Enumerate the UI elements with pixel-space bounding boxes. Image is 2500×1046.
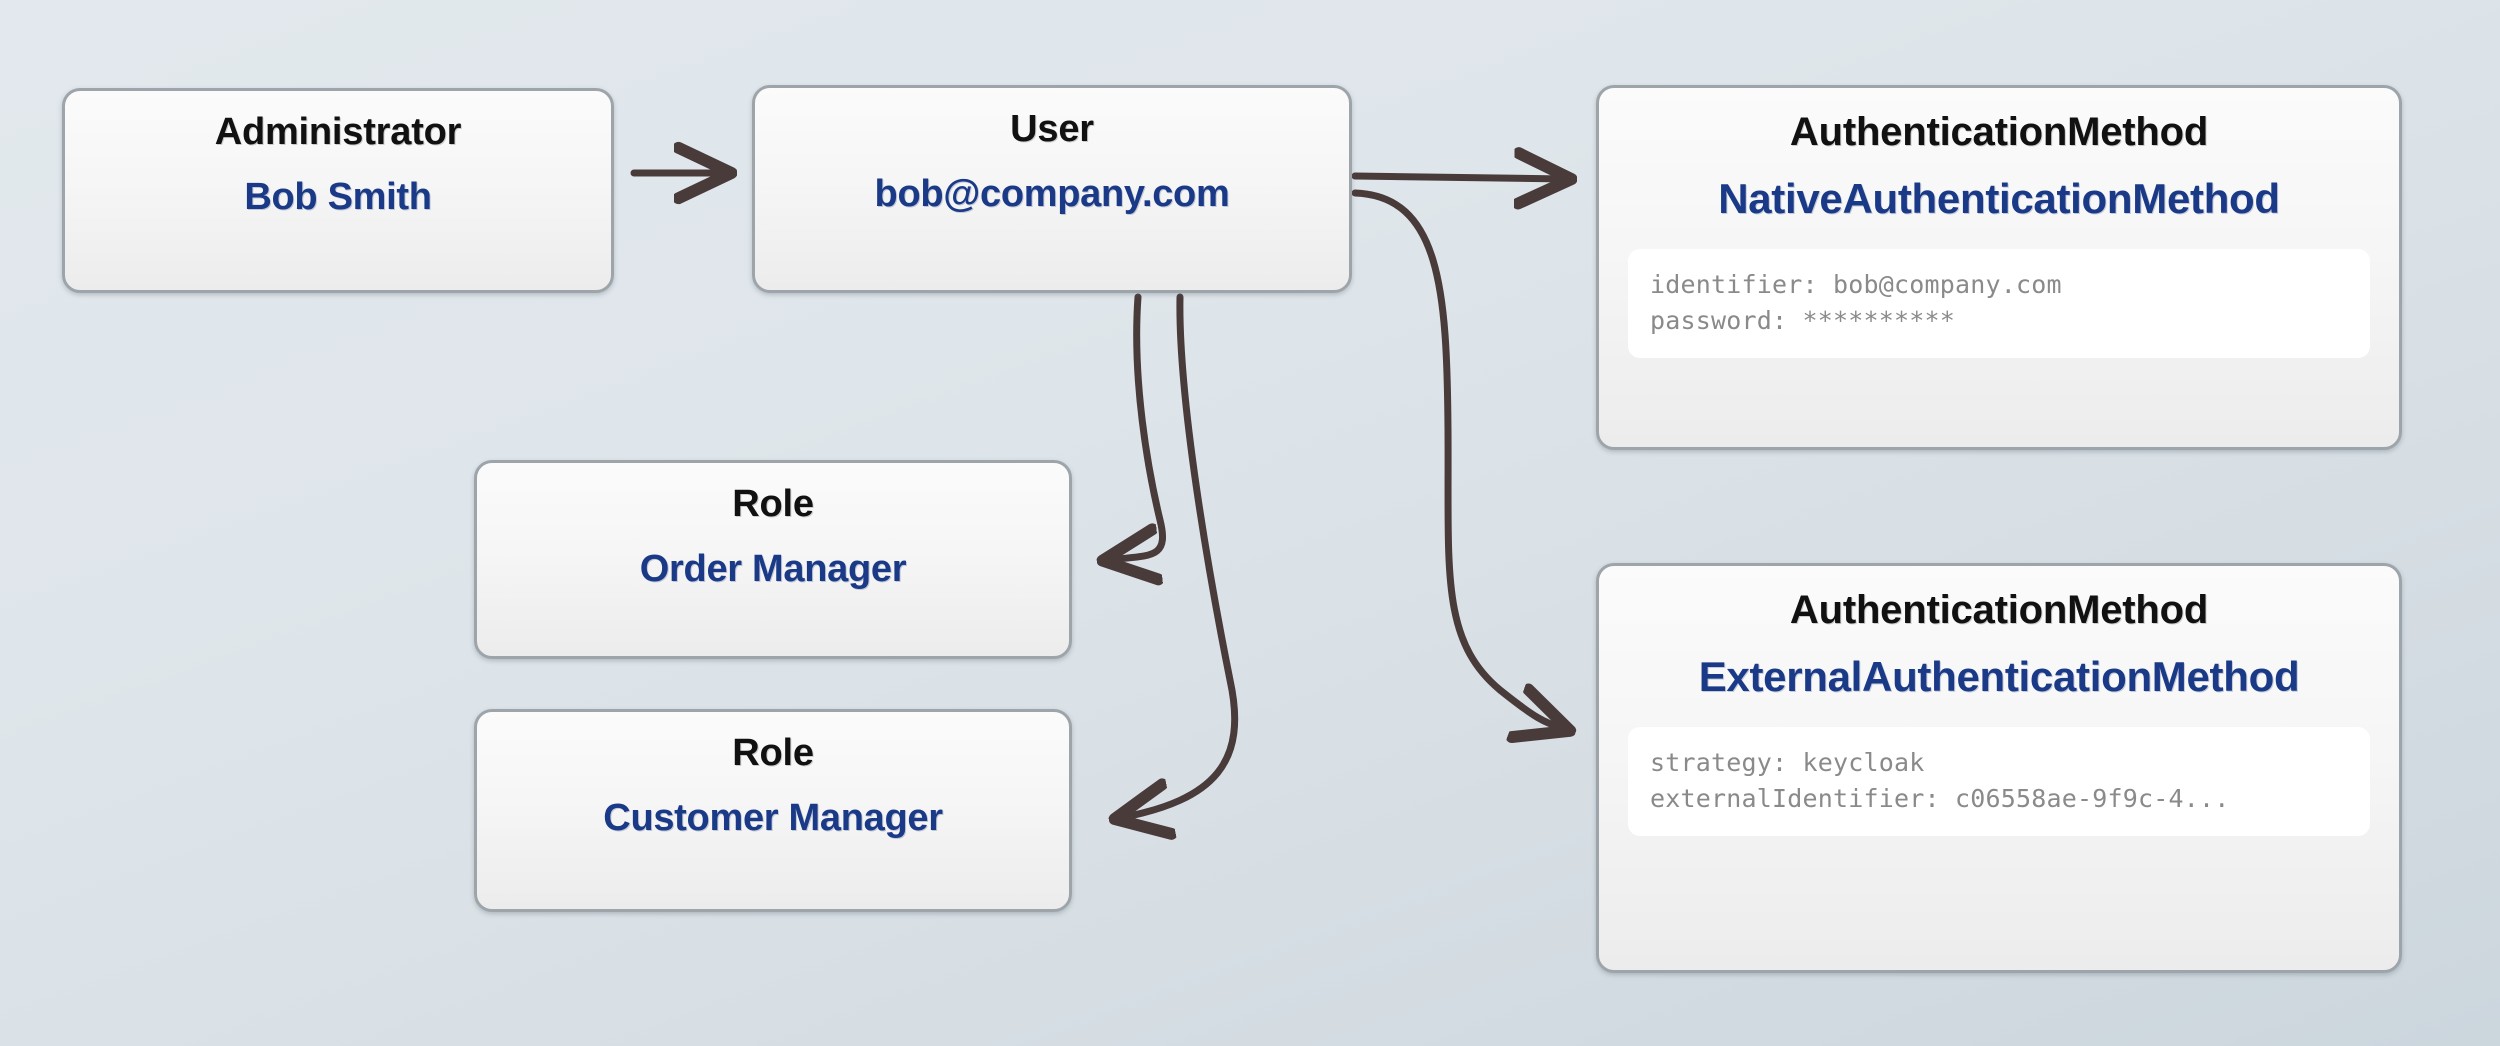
edge-user-to-auth-external xyxy=(1351,189,1565,729)
property-strategy: strategy: keycloak xyxy=(1650,748,1925,777)
property-external-identifier: externalIdentifier: c06558ae-9f9c-4... xyxy=(1650,783,2230,813)
node-user[interactable]: User bob@company.com xyxy=(752,85,1352,293)
node-role-customer-manager[interactable]: Role Customer Manager xyxy=(474,709,1072,912)
node-native-authentication-method-type: AuthenticationMethod xyxy=(1789,110,2209,154)
node-role-customer-manager-value: Customer Manager xyxy=(603,797,943,839)
node-native-authentication-method-details: identifier: bob@company.com password: **… xyxy=(1628,249,2370,358)
node-user-value: bob@company.com xyxy=(874,173,1230,215)
edge-user-to-role-customer xyxy=(1120,293,1239,818)
property-password: password: ********** xyxy=(1650,305,1956,335)
node-external-authentication-method-value: ExternalAuthenticationMethod xyxy=(1698,653,2300,700)
node-role-order-manager-value: Order Manager xyxy=(639,548,907,590)
node-external-authentication-method-type: AuthenticationMethod xyxy=(1789,588,2209,632)
node-role-order-manager-type: Role xyxy=(732,483,814,525)
edge-user-to-role-order xyxy=(1108,293,1167,560)
edge-user-to-auth-native xyxy=(1351,176,1566,179)
node-administrator[interactable]: Administrator Bob Smith xyxy=(62,88,614,293)
node-role-order-manager[interactable]: Role Order Manager xyxy=(474,460,1072,659)
node-administrator-type: Administrator xyxy=(214,111,462,153)
node-external-authentication-method-details: strategy: keycloak externalIdentifier: c… xyxy=(1628,727,2370,836)
node-user-type: User xyxy=(1010,108,1094,150)
node-external-authentication-method[interactable]: AuthenticationMethod ExternalAuthenticat… xyxy=(1596,563,2402,973)
node-administrator-value: Bob Smith xyxy=(244,176,432,218)
node-native-authentication-method[interactable]: AuthenticationMethod NativeAuthenticatio… xyxy=(1596,85,2402,450)
node-native-authentication-method-value: NativeAuthenticationMethod xyxy=(1718,175,2280,222)
property-identifier: identifier: bob@company.com xyxy=(1650,270,2062,299)
node-role-customer-manager-type: Role xyxy=(732,732,814,774)
